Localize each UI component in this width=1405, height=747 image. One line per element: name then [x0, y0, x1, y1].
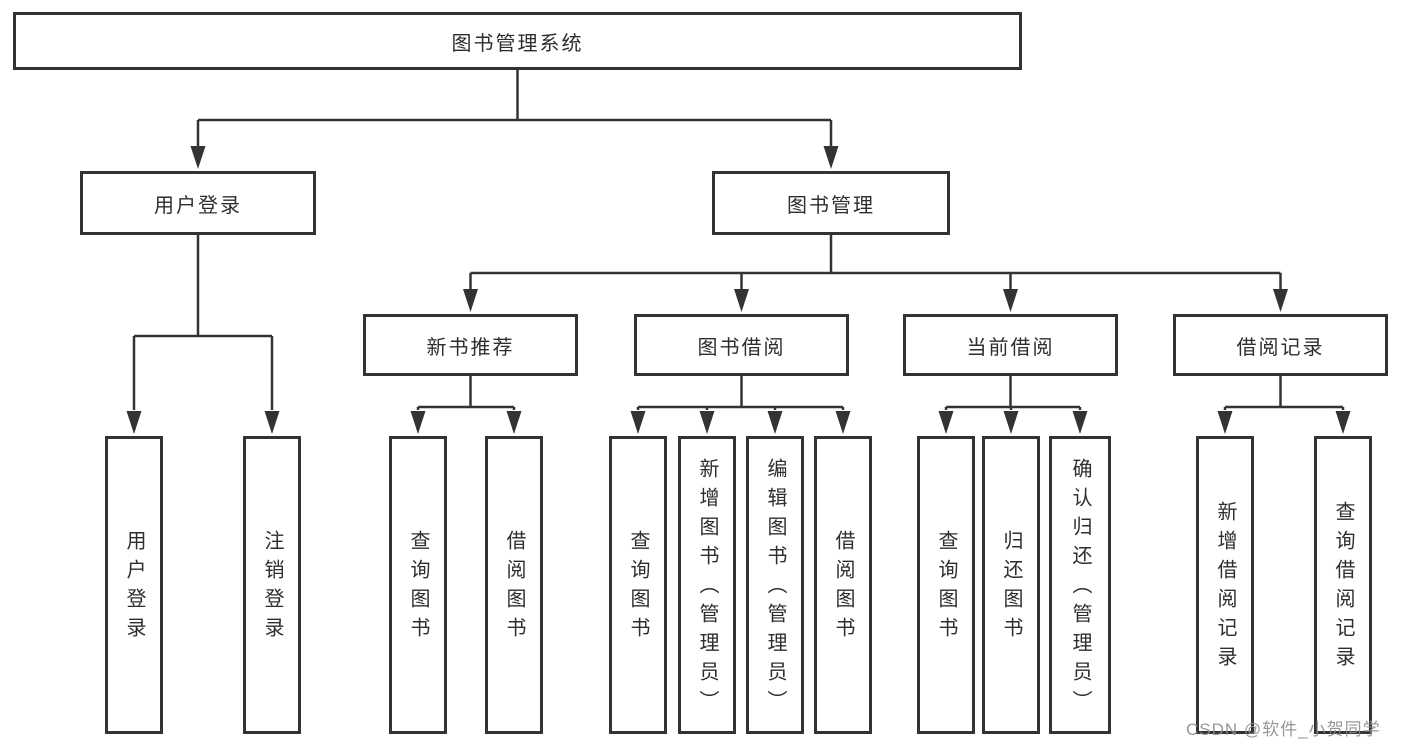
leaf-add-books-admin: 新增图书（管理员） — [678, 436, 736, 734]
leaf-borrow-books-recommend: 借阅图书 — [485, 436, 543, 734]
connector-newrec-to-leaves — [416, 376, 516, 410]
leaf-confirm-return-admin: 确认归还（管理员） — [1049, 436, 1111, 734]
connector-mgmt-to-level3 — [469, 235, 1282, 289]
arrowhead-icon — [190, 146, 206, 169]
connector-borrow-to-leaves — [636, 376, 845, 410]
connector-records-to-leaves — [1223, 376, 1345, 410]
arrowhead-icon — [767, 411, 783, 434]
leaf-edit-books-admin: 编辑图书（管理员） — [746, 436, 804, 734]
arrowhead-icon — [1003, 411, 1019, 434]
arrowhead-icon — [630, 411, 646, 434]
leaf-return-books: 归还图书 — [982, 436, 1040, 734]
node-user-login: 用户登录 — [80, 171, 316, 235]
arrowhead-icon — [734, 289, 749, 312]
arrowhead-icon — [506, 411, 522, 434]
arrowhead-icon — [463, 289, 478, 312]
connector-login-to-leaves — [132, 235, 274, 410]
leaf-query-books-current: 查询图书 — [917, 436, 975, 734]
arrowhead-icon — [823, 146, 839, 169]
leaf-logout: 注销登录 — [243, 436, 301, 734]
arrowhead-icon — [1273, 289, 1288, 312]
leaf-borrow-books: 借阅图书 — [814, 436, 872, 734]
arrowhead-icon — [835, 411, 851, 434]
node-book-borrowing: 图书借阅 — [634, 314, 849, 376]
arrowhead-icon — [699, 411, 715, 434]
arrowhead-icon — [938, 411, 954, 434]
arrowhead-icon — [126, 411, 142, 434]
leaf-add-borrow-record: 新增借阅记录 — [1196, 436, 1254, 734]
leaf-query-books-recommend: 查询图书 — [389, 436, 447, 734]
arrowhead-icon — [1217, 411, 1233, 434]
node-book-management: 图书管理 — [712, 171, 950, 235]
leaf-query-borrow-record: 查询借阅记录 — [1314, 436, 1372, 734]
connector-current-to-leaves — [944, 376, 1082, 410]
leaf-user-login: 用户登录 — [105, 436, 163, 734]
node-borrowing-records: 借阅记录 — [1173, 314, 1388, 376]
node-new-book-recommend: 新书推荐 — [363, 314, 578, 376]
arrowhead-icon — [410, 411, 426, 434]
connector-root-to-level2 — [196, 70, 833, 146]
arrowhead-icon — [264, 411, 280, 434]
leaf-query-books-borrow: 查询图书 — [609, 436, 667, 734]
arrowhead-icon — [1335, 411, 1351, 434]
node-library-system-root: 图书管理系统 — [13, 12, 1022, 70]
arrowhead-icon — [1003, 289, 1018, 312]
csdn-watermark: CSDN @软件_小贺同学 — [1186, 720, 1381, 739]
arrowhead-icon — [1072, 411, 1088, 434]
node-current-borrowing: 当前借阅 — [903, 314, 1118, 376]
